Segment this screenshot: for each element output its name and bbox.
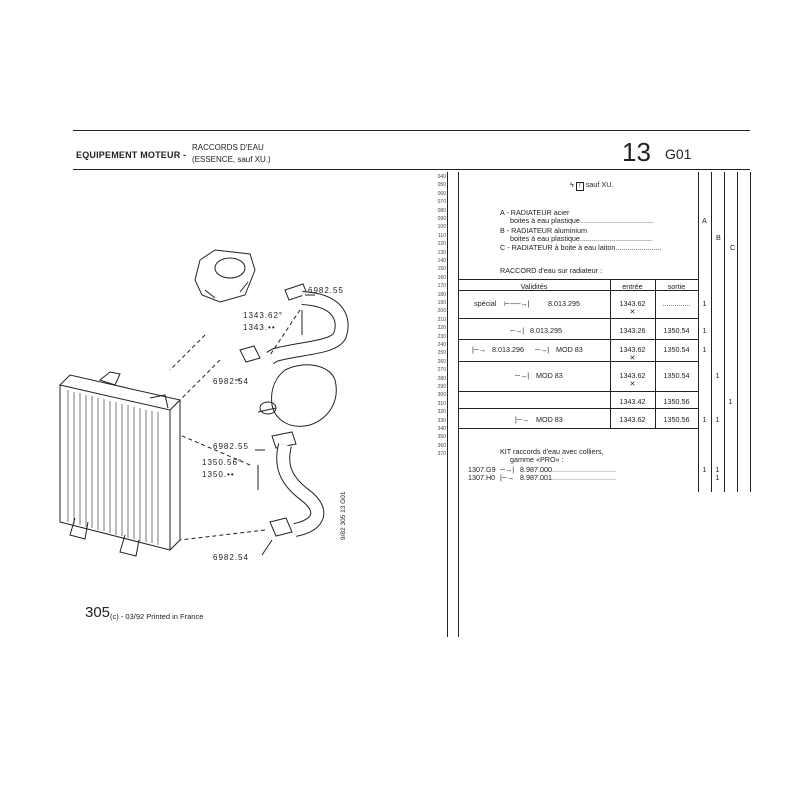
header-entree: entrée	[622, 282, 643, 291]
radiator-a-line2: boites à eau plastique..................…	[510, 216, 654, 225]
raccord-title: RACCORD d'eau sur radiateur :	[500, 266, 603, 275]
radiator-b-line1: B - RADIATEUR aluminium	[500, 226, 587, 235]
label-hose-lower-1: 1350.56°	[202, 458, 243, 467]
to-arrow-icon: ─→|	[535, 345, 550, 354]
line-number: 280	[437, 375, 446, 382]
label-clamp-mid-left: 6982.54	[213, 377, 249, 386]
line-number: 160	[437, 274, 446, 281]
line-number: 270	[437, 367, 446, 374]
line-number: 250	[437, 350, 446, 357]
radiator-b-code: B	[716, 233, 721, 242]
cross-icon: ✕	[629, 379, 636, 388]
radiator-a-line1: A - RADIATEUR acier	[500, 208, 570, 217]
radiator-b-line2: boites à eau plastique..................…	[510, 234, 652, 243]
line-number: 070	[437, 199, 446, 206]
page-subtitle-line2: (ESSENCE, sauf XU.)	[192, 155, 271, 164]
water-pump	[271, 364, 337, 427]
from-arrow-icon: |─→	[515, 415, 530, 424]
line-number: 240	[437, 342, 446, 348]
slash-box-icon: /	[575, 182, 584, 191]
range-arrow-icon: ⊢──→|	[504, 299, 530, 308]
footer-page-number: 305	[85, 604, 111, 621]
label-hose-upper-1: 1343.62°	[243, 311, 284, 320]
line-number: 190	[437, 300, 446, 306]
label-hose-lower-2: 1350.••	[202, 470, 235, 479]
to-arrow-icon: ─→|	[510, 326, 525, 335]
radiator-brackets	[69, 517, 140, 557]
lightning-icon: ϟ	[570, 180, 574, 189]
from-arrow-icon: |─→	[500, 473, 515, 482]
kit-title-line2: gamme «PRO» :	[510, 455, 564, 464]
footer-text: (c) - 03/92 Printed in France	[110, 612, 204, 621]
line-number: 150	[437, 266, 446, 273]
line-number: 210	[437, 316, 446, 323]
line-number: 260	[437, 358, 446, 365]
radiator-c-line: C - RADIATEUR à boite à eau laiton......…	[500, 243, 662, 252]
line-number: 180	[437, 291, 446, 298]
line-number: 350	[437, 434, 446, 441]
thermostat-housing	[194, 249, 256, 303]
label-hose-upper-2: 1343.••	[243, 323, 276, 332]
to-arrow-icon: ─→|	[500, 465, 515, 474]
line-number: 170	[437, 283, 446, 290]
line-number: 220	[437, 325, 446, 332]
line-number: 230	[437, 333, 446, 340]
header-sortie: sortie	[667, 282, 686, 291]
radiator-cap	[98, 371, 121, 386]
mid-clamp	[239, 345, 261, 363]
cross-icon: ✕	[629, 307, 636, 316]
cross-icon: ✕	[629, 353, 636, 362]
intro-note: ϟ / sauf XU.	[570, 180, 614, 191]
header-top-rule	[73, 130, 750, 131]
line-number: 100	[437, 224, 446, 231]
line-number: 320	[437, 409, 446, 416]
label-clamp-top: 6982.55	[308, 286, 344, 295]
line-number: 370	[437, 451, 446, 458]
line-number: 080	[437, 207, 446, 214]
page-number: 13	[622, 137, 651, 167]
line-number: 330	[437, 417, 446, 424]
header-validites: Validités	[520, 282, 548, 291]
line-number: 130	[437, 249, 446, 256]
line-number: 360	[437, 442, 446, 449]
page-subtitle-line1: RACCORDS D'EAU	[192, 143, 264, 152]
radiator-fins	[67, 390, 159, 545]
line-number: 060	[437, 190, 446, 197]
lower-clamp-top	[271, 431, 297, 449]
line-number: 310	[437, 400, 446, 407]
from-arrow-icon: |─→	[472, 345, 487, 354]
line-number: 050	[437, 182, 446, 189]
line-number: 140	[437, 258, 446, 264]
line-number: 120	[437, 241, 446, 248]
page-code: G01	[665, 146, 692, 162]
header-bottom-rule	[73, 169, 750, 170]
line-number: 290	[437, 384, 446, 390]
radiator-a-code: A	[702, 216, 707, 225]
lower-clamp-bottom	[269, 517, 293, 537]
page-section-title: EQUIPEMENT MOTEUR -	[76, 150, 187, 160]
line-number: 090	[437, 216, 446, 222]
line-number: 200	[437, 308, 446, 315]
radiator-body	[59, 384, 171, 551]
line-number: 110	[438, 232, 446, 239]
kit-title-line1: KIT raccords d'eau avec colliers,	[500, 447, 604, 456]
radiator-diagram	[59, 249, 349, 557]
label-clamp-bottom: 6982.54	[213, 553, 249, 562]
to-arrow-icon: ─→|	[515, 371, 530, 380]
line-number: 040	[437, 174, 446, 180]
line-number: 340	[437, 426, 446, 432]
radiator-c-code: C	[730, 243, 736, 252]
side-reference: 9/82 305 13 G01	[340, 491, 347, 540]
line-number: 300	[437, 392, 446, 399]
label-clamp-mid: 6982.55	[213, 442, 249, 451]
